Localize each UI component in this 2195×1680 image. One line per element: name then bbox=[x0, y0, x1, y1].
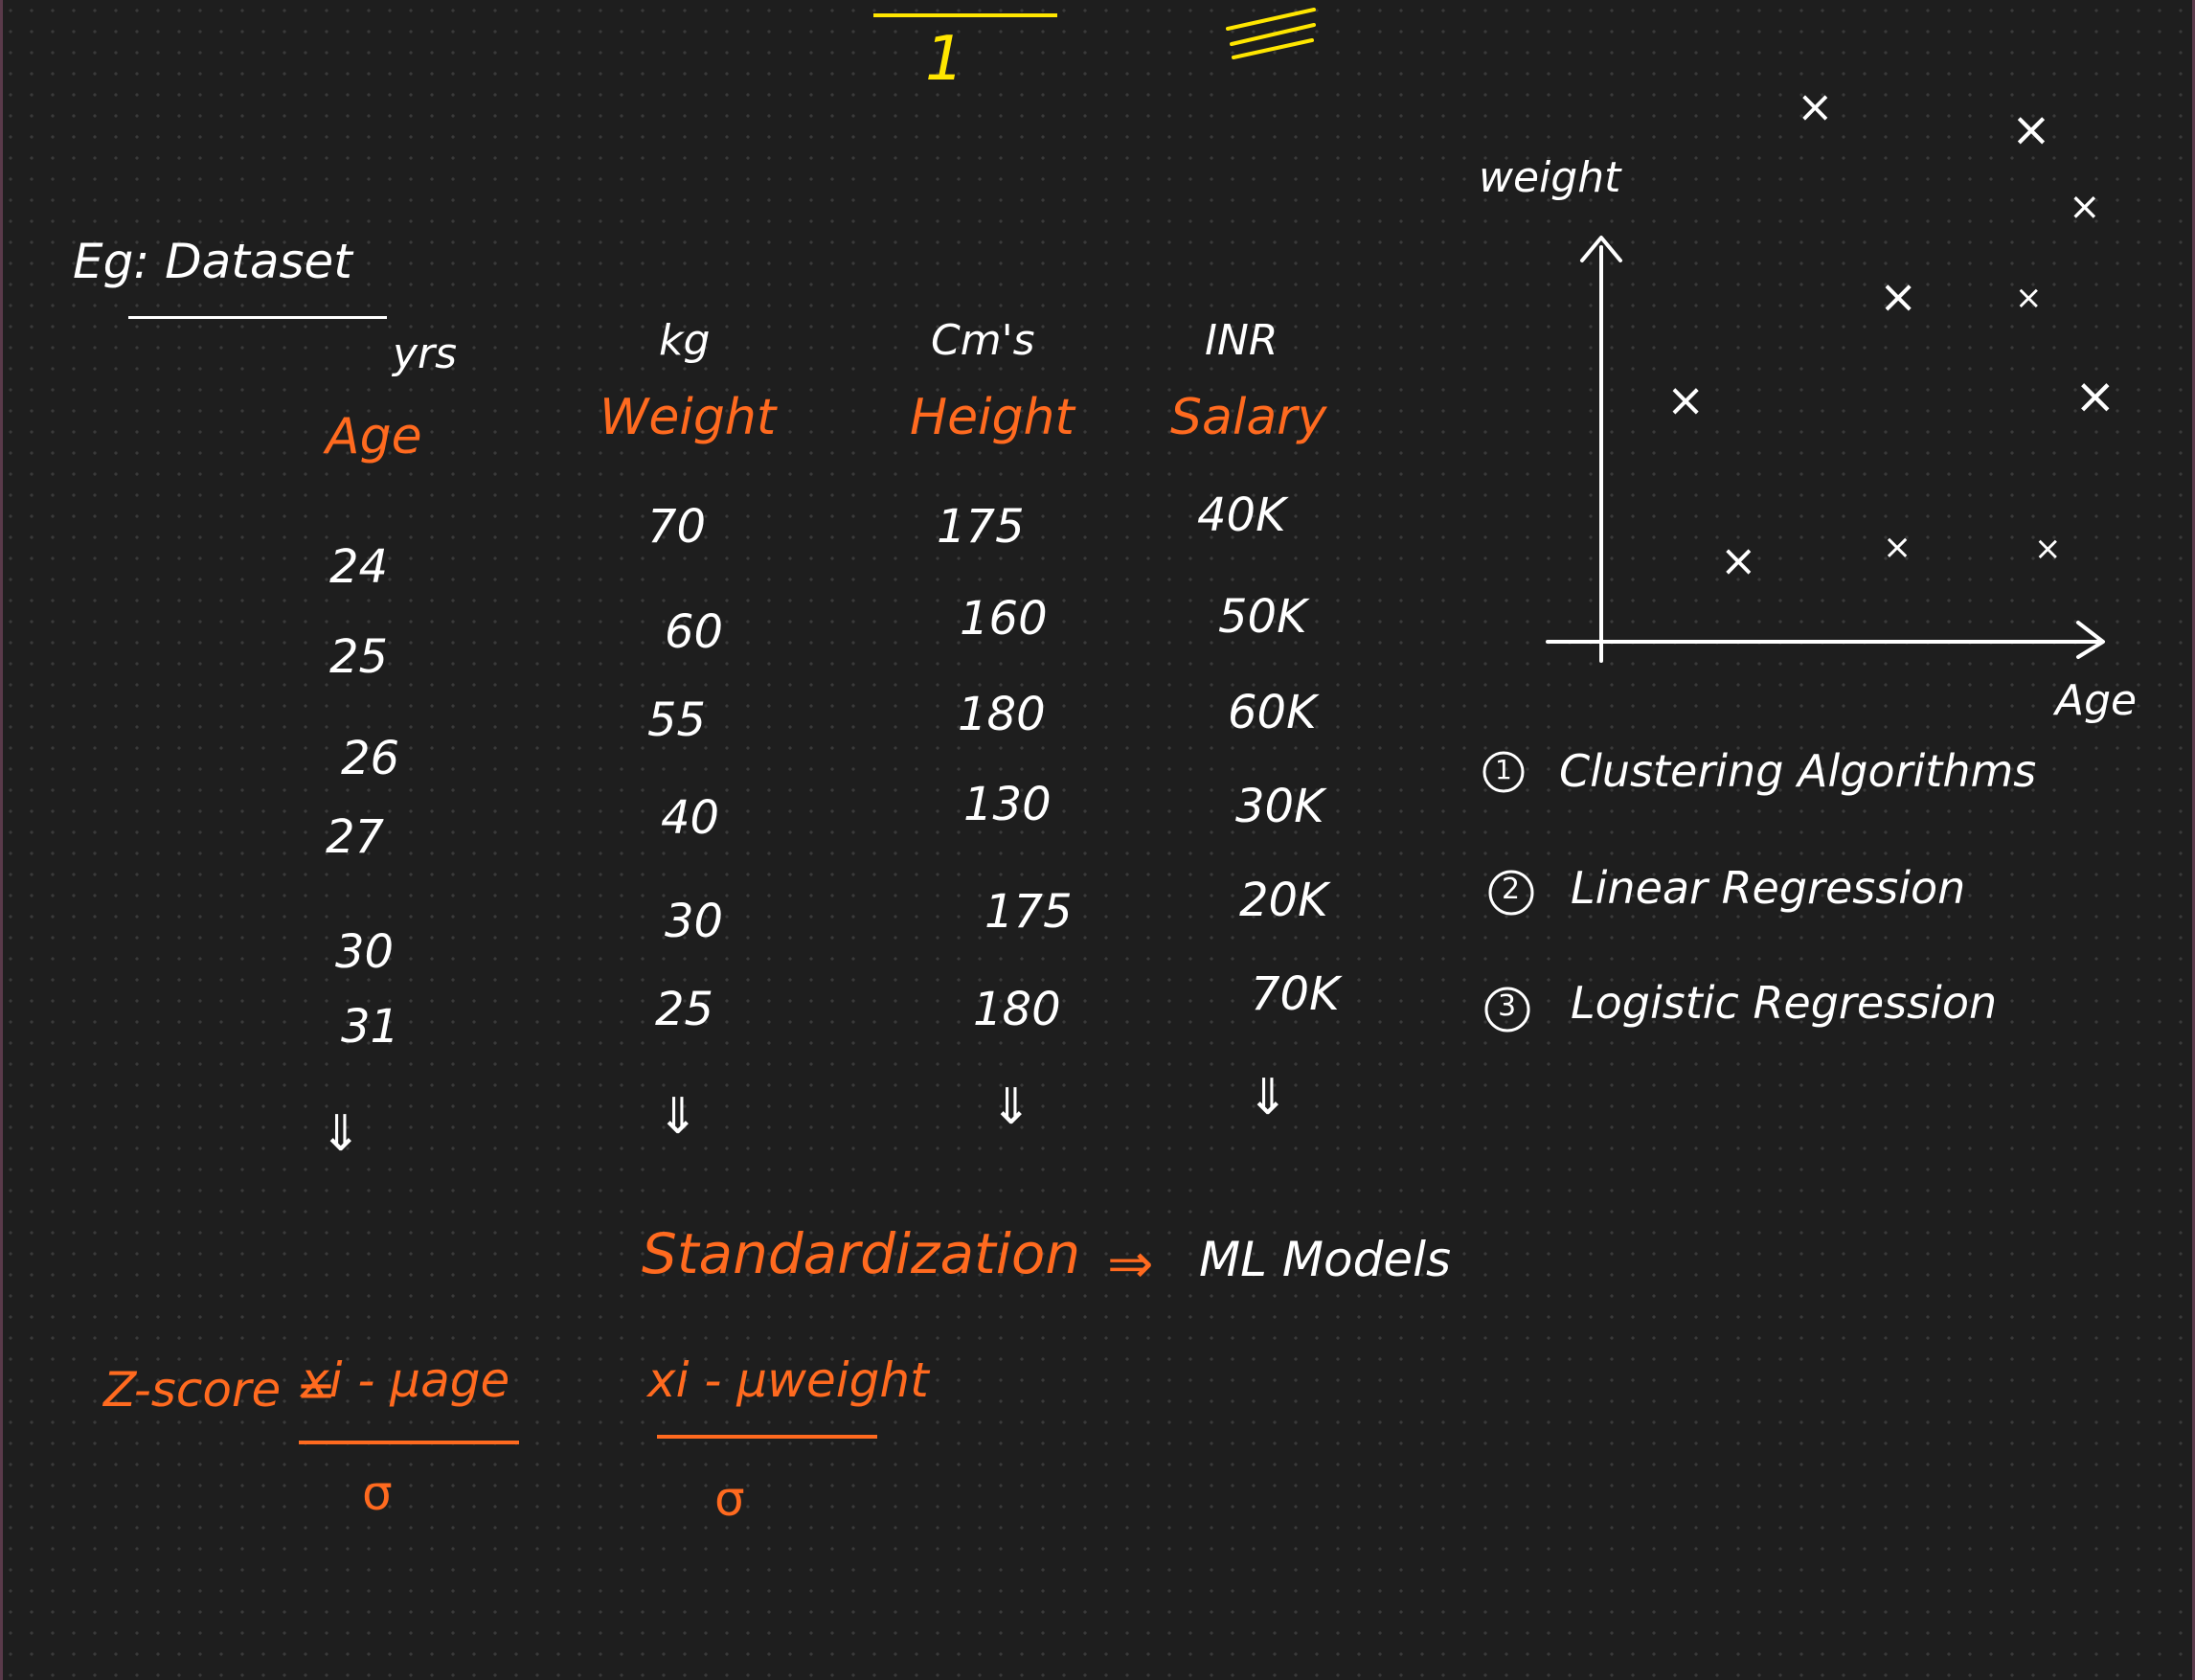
weight-down-arrow: ⇓ bbox=[657, 1088, 699, 1146]
yellow-stroke-top bbox=[1226, 8, 1316, 31]
page-number: 1 bbox=[925, 24, 964, 95]
method-label: Clustering Algorithms bbox=[1559, 745, 2037, 797]
weight-cell: 40 bbox=[661, 791, 720, 845]
plot-point: × bbox=[1883, 528, 1912, 567]
height-cell: 160 bbox=[960, 592, 1048, 646]
method-number: 1 bbox=[1495, 754, 1512, 785]
method-number: 3 bbox=[1498, 989, 1517, 1023]
weight-cell: 30 bbox=[665, 895, 724, 948]
plot-point: × bbox=[1879, 270, 1918, 324]
height-cell: 180 bbox=[958, 688, 1046, 741]
salary-cell: 70K bbox=[1251, 967, 1340, 1021]
weight-cell: 25 bbox=[655, 983, 714, 1036]
age-cell: 24 bbox=[329, 540, 389, 594]
height-cell: 180 bbox=[973, 983, 1061, 1036]
weight-cell: 55 bbox=[647, 693, 707, 747]
header-weight: Weight bbox=[600, 389, 777, 446]
dataset-heading: Eg: Dataset bbox=[73, 234, 352, 289]
ml-models-label: ML Models bbox=[1199, 1232, 1452, 1287]
canvas-edge-left bbox=[0, 0, 3, 1680]
age-cell: 26 bbox=[341, 732, 400, 785]
height-cell: 175 bbox=[937, 500, 1025, 554]
plot-point: × bbox=[1666, 374, 1706, 427]
method-label: Logistic Regression bbox=[1571, 977, 1998, 1029]
yellow-stroke-bottom bbox=[1232, 38, 1314, 59]
age-cell: 27 bbox=[326, 810, 385, 864]
unit-age: yrs bbox=[393, 329, 458, 378]
header-salary: Salary bbox=[1170, 389, 1327, 446]
zscore-label: Z-score = bbox=[103, 1362, 337, 1418]
unit-weight: kg bbox=[659, 316, 711, 365]
zscore-age-fraction-bar bbox=[299, 1441, 519, 1444]
zscore-weight-fraction-bar bbox=[657, 1435, 877, 1439]
plot-point: × bbox=[1797, 80, 1834, 132]
age-down-arrow: ⇓ bbox=[320, 1105, 362, 1163]
plot-point: × bbox=[2015, 279, 2043, 317]
header-height: Height bbox=[910, 389, 1075, 446]
salary-cell: 60K bbox=[1228, 686, 1317, 739]
salary-cell: 20K bbox=[1239, 874, 1328, 927]
age-cell: 25 bbox=[329, 630, 389, 684]
height-cell: 175 bbox=[984, 885, 1073, 939]
weight-cell: 60 bbox=[665, 605, 724, 659]
canvas-edge-right bbox=[2192, 0, 2195, 1680]
plot-point: × bbox=[2074, 368, 2116, 425]
zscore-weight-denominator: σ bbox=[714, 1471, 745, 1527]
salary-down-arrow: ⇓ bbox=[1247, 1069, 1289, 1126]
height-cell: 130 bbox=[963, 778, 1052, 831]
method-label: Linear Regression bbox=[1571, 862, 1966, 914]
plot-x-axis-arrowhead bbox=[2076, 621, 2105, 659]
unit-salary: INR bbox=[1205, 316, 1279, 365]
plot-point: × bbox=[2034, 530, 2062, 568]
page-number-overline bbox=[873, 13, 1057, 17]
zscore-age-numerator: xi - μage bbox=[301, 1352, 510, 1408]
standardization-term: Standardization bbox=[642, 1221, 1081, 1286]
plot-point: × bbox=[2011, 102, 2051, 157]
plot-y-axis-arrowhead bbox=[1580, 236, 1622, 262]
salary-cell: 40K bbox=[1197, 488, 1286, 542]
plot-x-label: Age bbox=[2055, 676, 2138, 725]
weight-cell: 70 bbox=[647, 500, 707, 554]
salary-cell: 50K bbox=[1218, 590, 1307, 644]
zscore-weight-numerator: xi - μweight bbox=[647, 1352, 929, 1408]
implies-arrow: ⇒ bbox=[1107, 1231, 1154, 1296]
method-number: 2 bbox=[1502, 873, 1521, 906]
plot-point: × bbox=[2069, 185, 2101, 229]
salary-cell: 30K bbox=[1235, 780, 1324, 833]
header-age: Age bbox=[326, 408, 422, 465]
plot-point: × bbox=[1720, 534, 1757, 586]
plot-y-label: weight bbox=[1479, 153, 1621, 202]
height-down-arrow: ⇓ bbox=[990, 1078, 1032, 1136]
age-cell: 30 bbox=[335, 925, 395, 979]
zscore-age-denominator: σ bbox=[362, 1465, 393, 1521]
age-cell: 31 bbox=[341, 1000, 400, 1054]
unit-height: Cm's bbox=[931, 316, 1035, 365]
dataset-heading-underline bbox=[128, 316, 387, 319]
yellow-stroke-middle bbox=[1230, 23, 1316, 46]
